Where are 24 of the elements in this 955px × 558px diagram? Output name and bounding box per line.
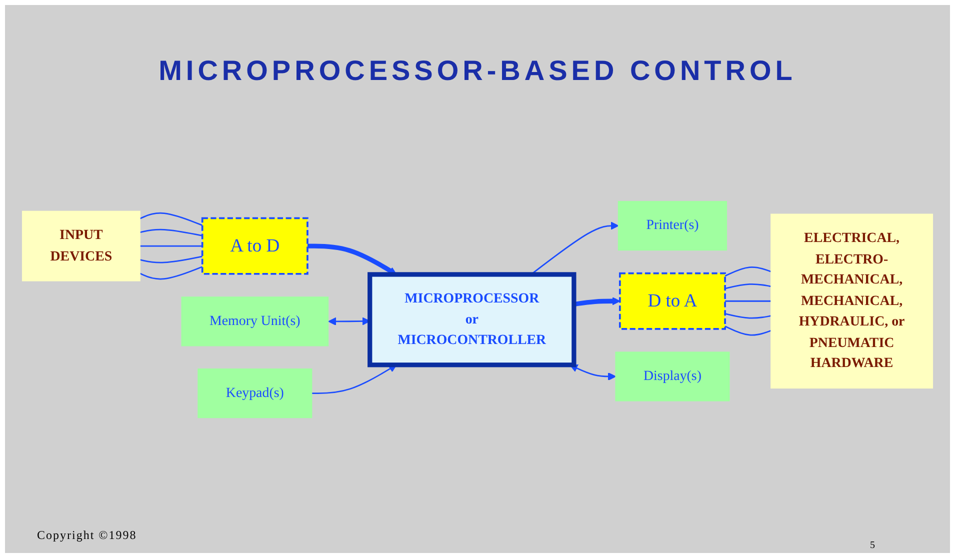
arrow xyxy=(570,364,616,382)
node-box: Memory Unit(s) xyxy=(181,297,329,347)
node-box: Display(s) xyxy=(615,352,730,402)
diagram-title: MICROPROCESSOR-BASED CONTROL xyxy=(158,55,798,87)
copyright-note: Copyright ©1998 xyxy=(37,528,137,543)
node-box: Printer(s) xyxy=(618,201,728,252)
node-box: Keypad(s) xyxy=(198,368,312,419)
connector xyxy=(724,266,772,278)
node-box: D to A xyxy=(618,272,726,330)
connector xyxy=(724,326,772,336)
connector xyxy=(724,313,772,320)
connector xyxy=(724,284,772,290)
arrow xyxy=(312,365,397,394)
connector xyxy=(140,246,202,248)
connector xyxy=(140,266,203,280)
node-box: A to D xyxy=(201,218,308,276)
connector xyxy=(725,300,772,302)
node-box: INPUT DEVICES xyxy=(22,211,140,282)
page-number: 5 xyxy=(870,540,875,551)
connector xyxy=(140,212,203,226)
node-box: ELECTRICAL, ELECTRO- MECHANICAL, MECHANICAL, HYDRAULIC, or PNEUMATIC HARDWARE xyxy=(770,214,934,389)
node-box: MICROPROCESSOR or MICROCONTROLLER xyxy=(368,272,576,368)
connector xyxy=(140,229,202,237)
connector xyxy=(140,256,202,264)
